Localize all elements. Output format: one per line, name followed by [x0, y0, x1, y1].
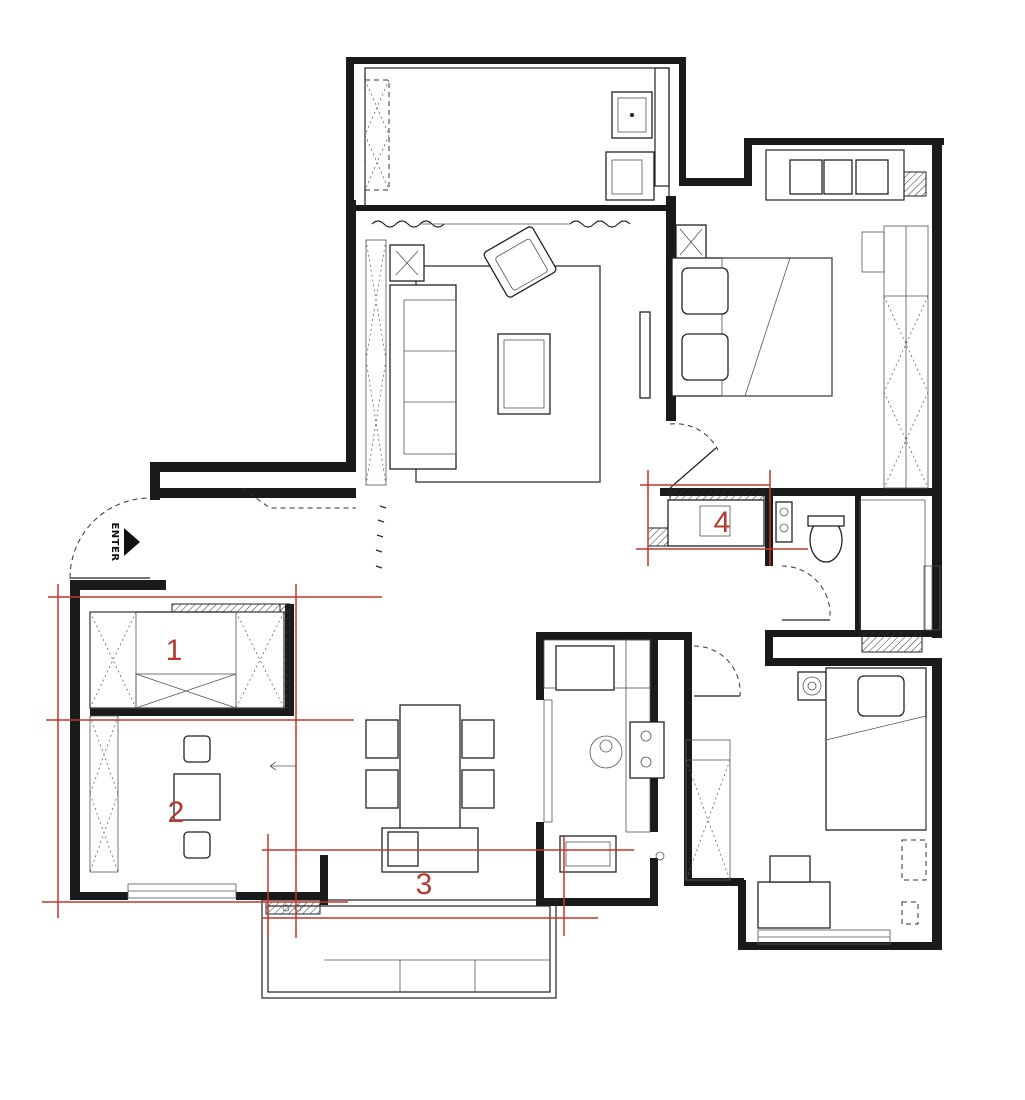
kitchen [543, 639, 665, 873]
armchair-icon [483, 226, 557, 298]
tv-icon [639, 311, 651, 399]
living-room [241, 226, 651, 569]
dining-area [365, 704, 495, 873]
cushion-icon [183, 831, 211, 859]
pillow-icon [857, 675, 905, 717]
fridge-icon [555, 645, 615, 691]
zone-label-1: 1 [166, 634, 183, 667]
coffee-table-icon [497, 333, 551, 415]
zone-labels: 1 2 3 4 [166, 506, 731, 901]
cushion-icon [183, 735, 211, 763]
markup-lines [42, 470, 808, 938]
chair-icon [461, 769, 495, 809]
island-sink-icon [387, 831, 419, 867]
windows [127, 565, 941, 992]
chair-icon [365, 719, 399, 759]
second-bedroom [685, 645, 927, 929]
chair-icon [365, 769, 399, 809]
vanity-sink-icon [667, 499, 765, 547]
curtain-right [569, 220, 631, 228]
chair-icon [461, 719, 495, 759]
laundry-balcony [364, 79, 655, 228]
zone-label-2: 2 [168, 796, 185, 829]
sofa-icon [389, 284, 457, 470]
wardrobe [89, 715, 119, 873]
bathroom [647, 489, 926, 653]
desk-icon [757, 881, 831, 929]
entrance: ENTER [69, 497, 151, 579]
cook-figure [589, 735, 623, 769]
chair-icon [769, 855, 811, 883]
entrance-arrow-icon [124, 528, 140, 556]
wardrobe [685, 739, 731, 881]
zone-label-3: 3 [416, 868, 433, 901]
study-room [89, 603, 321, 915]
entrance-label: ENTER [109, 522, 120, 561]
cooktop-icon [629, 721, 665, 779]
master-bedroom [669, 159, 929, 489]
pillow-icon [681, 333, 729, 381]
built-in-cabinet [89, 611, 285, 709]
pillow-icon [681, 267, 729, 315]
washing-machine-icon [605, 151, 655, 201]
zone-label-4: 4 [714, 506, 731, 539]
kitchen-sink-icon [559, 835, 617, 873]
tea-table-icon [173, 773, 221, 821]
chair-icon [861, 231, 885, 273]
dining-table-icon [399, 704, 461, 830]
nightstand-icon [789, 159, 823, 195]
